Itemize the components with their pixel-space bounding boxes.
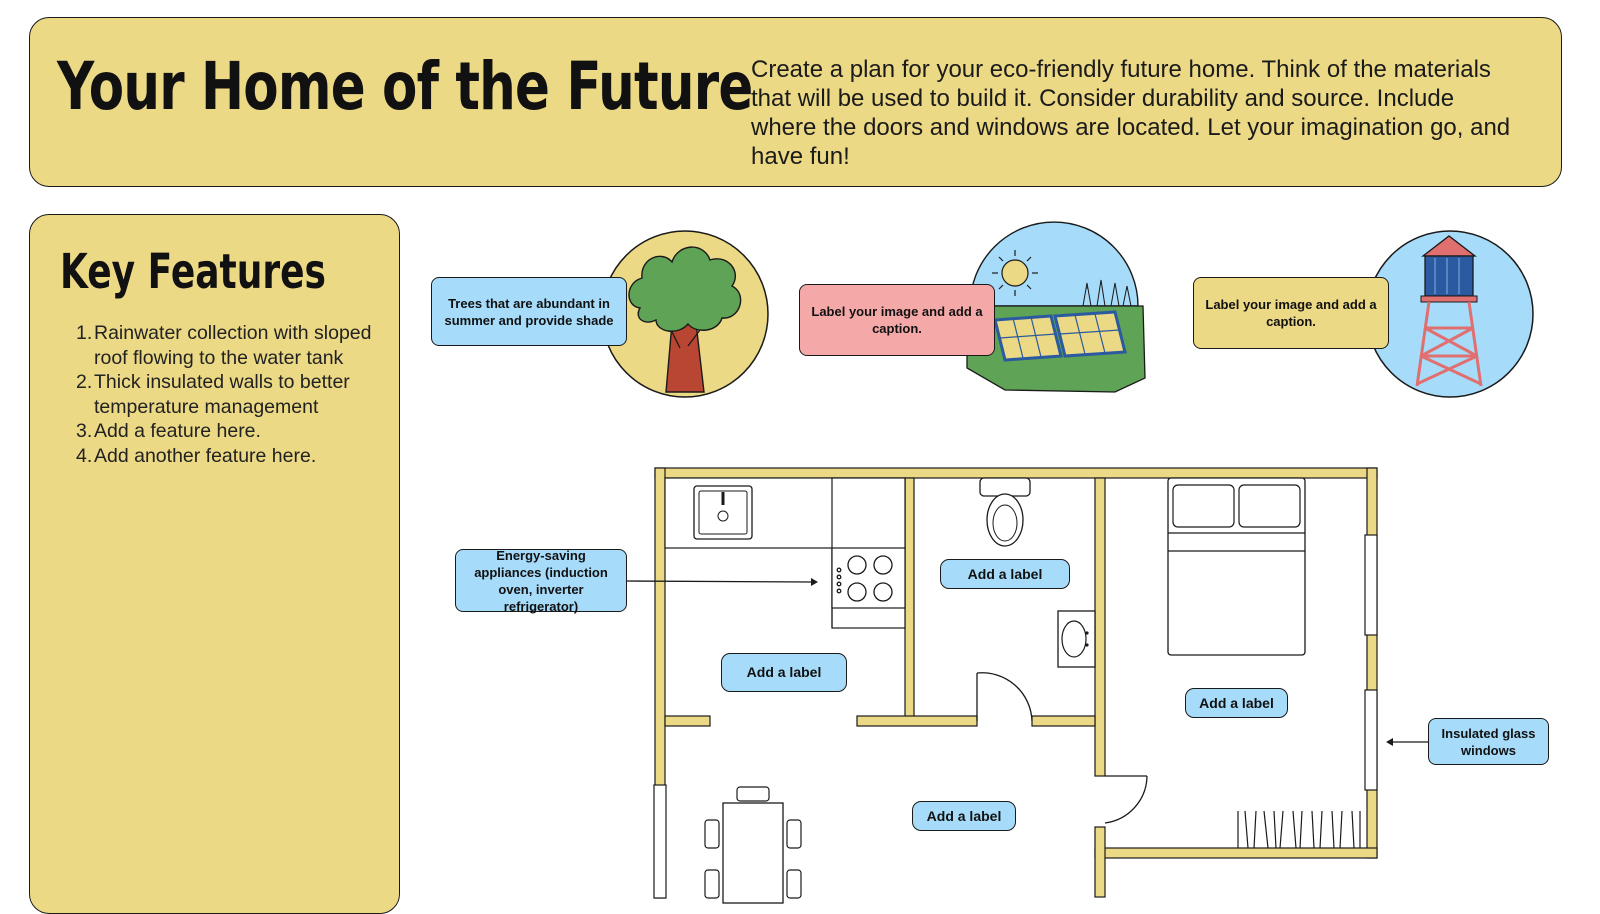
tree-caption: Trees that are abundant in summer and pr… (431, 277, 627, 346)
solar-caption: Label your image and add a caption. (799, 284, 995, 356)
feature-list: 1.Rainwater collection with sloped roof … (76, 321, 386, 469)
key-features-title: Key Features (60, 244, 326, 300)
floor-plan (653, 467, 1378, 904)
solar-panel-illustration (966, 221, 1146, 393)
page-title: Your Home of the Future (57, 48, 753, 125)
list-item: 4.Add another feature here. (76, 444, 317, 467)
list-item: 2.Thick insulated walls to better temper… (76, 371, 350, 418)
bedroom-label: Add a label (1185, 688, 1288, 718)
kitchen-label: Add a label (721, 653, 847, 692)
water-tower-illustration (1366, 230, 1534, 398)
tree-illustration (601, 230, 769, 398)
windows-callout: Insulated glass windows (1428, 718, 1549, 765)
header-banner (29, 17, 1562, 187)
list-item: 3.Add a feature here. (76, 420, 261, 443)
arrow-appliances (626, 578, 818, 586)
appliances-callout: Energy-saving appliances (induction oven… (455, 548, 627, 614)
arrow-windows (1386, 738, 1429, 746)
list-item: 1.Rainwater collection with sloped roof … (76, 322, 372, 369)
page-description: Create a plan for your eco-friendly futu… (751, 56, 1511, 170)
tower-caption: Label your image and add a caption. (1193, 277, 1389, 349)
bathroom-label: Add a label (940, 559, 1070, 589)
key-features-panel (29, 214, 400, 914)
living-room-label: Add a label (912, 801, 1016, 831)
